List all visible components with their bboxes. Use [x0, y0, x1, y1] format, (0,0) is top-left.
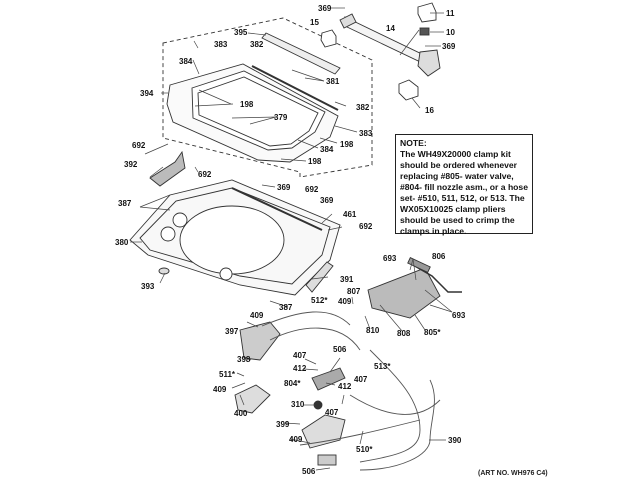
- callout-383: 383: [359, 129, 373, 138]
- part-393: [158, 267, 170, 275]
- callout-380: 380: [115, 238, 129, 247]
- callout-390: 390: [448, 436, 462, 445]
- callout-369: 369: [442, 42, 456, 51]
- callout-15: 15: [310, 18, 319, 27]
- lid-switch-391: [305, 261, 334, 293]
- callout-310: 310: [291, 400, 305, 409]
- top-panel: [129, 179, 341, 296]
- callout-382: 382: [250, 40, 264, 49]
- callout-506: 506: [302, 467, 316, 476]
- callout-409: 409: [338, 297, 352, 306]
- callout-804: 804*: [284, 379, 301, 388]
- lid-assembly-boundary: [162, 17, 373, 178]
- note-body: The WH49X20000 clamp kit should be order…: [400, 149, 528, 236]
- callout-369: 369: [320, 196, 334, 205]
- callout-409: 409: [213, 385, 227, 394]
- callout-510: 510*: [356, 445, 373, 454]
- callout-807: 807: [347, 287, 361, 296]
- callout-409: 409: [250, 311, 264, 320]
- callout-805: 805*: [424, 328, 441, 337]
- callout-10: 10: [446, 28, 455, 37]
- end-cap-15: [320, 29, 337, 48]
- callout-382: 382: [356, 103, 370, 112]
- callout-395: 395: [234, 28, 248, 37]
- callout-387: 387: [279, 303, 293, 312]
- callout-409: 409: [289, 435, 303, 444]
- callout-369: 369: [277, 183, 291, 192]
- callout-400: 400: [234, 409, 248, 418]
- callout-513: 513*: [374, 362, 391, 371]
- callout-369: 369: [318, 4, 332, 13]
- lid: [166, 63, 339, 163]
- callout-412: 412: [293, 364, 307, 373]
- callout-407: 407: [325, 408, 339, 417]
- connector-506: [317, 454, 337, 466]
- callout-11: 11: [446, 9, 455, 18]
- callout-393: 393: [141, 282, 155, 291]
- leader-lines: [130, 7, 453, 471]
- callout-692: 692: [198, 170, 212, 179]
- callout-399: 399: [276, 420, 290, 429]
- dispenser-399: [301, 414, 346, 449]
- callout-14: 14: [386, 24, 395, 33]
- end-cap-16: [398, 79, 419, 101]
- callout-384: 384: [320, 145, 334, 154]
- dispenser-397: [239, 321, 281, 361]
- callout-806: 806: [432, 252, 446, 261]
- lid-trim-395: [261, 32, 341, 75]
- water-valve: [367, 267, 441, 319]
- note-heading: NOTE:: [400, 138, 427, 148]
- end-cap-11: [417, 2, 437, 23]
- callout-381: 381: [326, 77, 340, 86]
- wire-harness-806: [412, 264, 462, 293]
- callout-808: 808: [397, 329, 411, 338]
- callout-693: 693: [383, 254, 397, 263]
- callout-407: 407: [293, 351, 307, 360]
- callout-394: 394: [140, 89, 154, 98]
- callout-198: 198: [240, 100, 254, 109]
- clip-10: [419, 27, 430, 36]
- callout-384: 384: [179, 57, 193, 66]
- callout-692: 692: [132, 141, 146, 150]
- art-number: (ART NO. WH976 C4): [478, 470, 548, 477]
- callout-461: 461: [343, 210, 357, 219]
- callout-692: 692: [359, 222, 373, 231]
- callout-198: 198: [340, 140, 354, 149]
- callout-391: 391: [340, 275, 354, 284]
- callout-412: 412: [338, 382, 352, 391]
- dispenser-400: [234, 384, 271, 414]
- callout-387: 387: [118, 199, 132, 208]
- callout-198: 198: [308, 157, 322, 166]
- callout-692: 692: [305, 185, 319, 194]
- callout-693: 693: [452, 311, 466, 320]
- callout-511: 511*: [219, 370, 236, 379]
- callout-407: 407: [354, 375, 368, 384]
- part-310: [313, 400, 323, 410]
- callout-16: 16: [425, 106, 434, 115]
- clamp-kit-note: NOTE: The WH49X20000 clamp kit should be…: [395, 134, 533, 236]
- callout-810: 810: [366, 326, 380, 335]
- callout-397: 397: [225, 327, 239, 336]
- callout-398: 398: [237, 355, 251, 364]
- callout-506: 506: [333, 345, 347, 354]
- callout-392: 392: [124, 160, 138, 169]
- callout-379: 379: [274, 113, 288, 122]
- hinge-bar: [339, 13, 441, 77]
- callout-383: 383: [214, 40, 228, 49]
- lid-lock-392: [149, 150, 186, 187]
- callout-512: 512*: [311, 296, 328, 305]
